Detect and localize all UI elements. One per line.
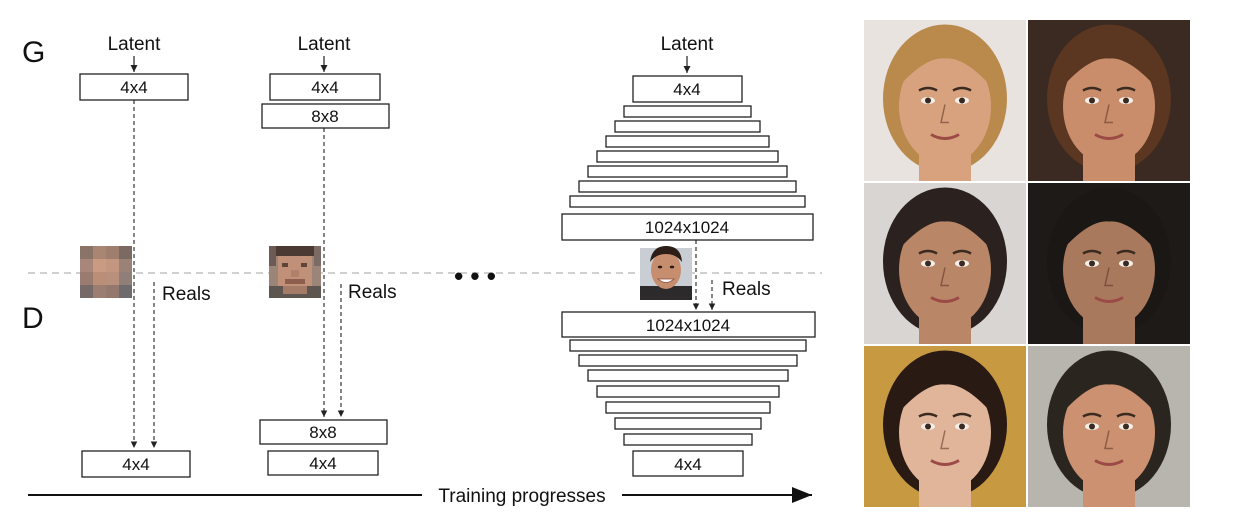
high-res-face-thumbnail	[640, 246, 692, 300]
discriminator-box-label: 1024x1024	[646, 316, 730, 335]
generator-label: G	[22, 36, 45, 69]
latent-label: Latent	[108, 34, 162, 55]
face-sample-image	[1028, 183, 1190, 344]
reals-label: Reals	[348, 282, 397, 303]
ellipsis: • • •	[454, 261, 496, 291]
generator-layer	[596, 150, 779, 163]
generator-box-label: 1024x1024	[645, 218, 729, 237]
generator-layer	[587, 165, 788, 178]
latent-label: Latent	[661, 34, 715, 55]
generator-layer	[569, 195, 806, 208]
low-res-face-8x8	[269, 246, 321, 298]
face-sample-image	[864, 20, 1026, 181]
discriminator-box-label: 8x8	[309, 423, 336, 442]
reals-label: Reals	[162, 284, 211, 305]
generator-box-label: 4x4	[673, 80, 700, 99]
generator-layer	[623, 105, 752, 118]
discriminator-box-label: 4x4	[674, 455, 701, 474]
training-progresses-label: Training progresses	[438, 486, 605, 507]
generator-layer	[614, 120, 761, 133]
generator-box-4x4	[632, 75, 743, 103]
face-sample-image	[1028, 346, 1190, 507]
discriminator-layer	[605, 401, 771, 414]
low-res-face-4x4	[80, 246, 132, 298]
generator-box-4x4	[269, 73, 381, 101]
generator-layer	[578, 180, 797, 193]
generator-box-label: 4x4	[311, 78, 338, 97]
discriminator-label: D	[22, 302, 44, 335]
discriminator-layer	[614, 417, 762, 430]
face-sample-image	[864, 183, 1026, 344]
discriminator-layer	[596, 385, 780, 398]
stage-1: Latent 4x4 Reals 4x4	[79, 34, 211, 478]
discriminator-layer	[578, 354, 798, 367]
generator-layer	[605, 135, 770, 148]
generator-box-label: 8x8	[311, 107, 338, 126]
generator-box	[79, 73, 189, 101]
discriminator-layer	[569, 339, 807, 352]
discriminator-box-4x4	[267, 450, 379, 476]
discriminator-box-8x8	[259, 419, 388, 445]
reals-label: Reals	[722, 279, 771, 300]
face-sample-image	[1028, 20, 1190, 181]
face-sample-image	[864, 346, 1026, 507]
discriminator-box-4x4	[632, 450, 744, 477]
discriminator-layer	[623, 433, 753, 446]
discriminator-box-1024x1024	[561, 311, 816, 338]
discriminator-box-label: 4x4	[309, 454, 336, 473]
generator-box-label: 4x4	[120, 78, 147, 97]
generator-box-1024x1024	[561, 213, 814, 241]
generated-face-samples-grid	[864, 20, 1190, 507]
stage-2: Latent 4x4 8x8 Reals 8x8 4x4	[259, 34, 397, 476]
stage-3: Latent 4x4 1024x1024 Reals 1024x1024	[561, 34, 816, 477]
discriminator-box-label: 4x4	[122, 455, 149, 474]
discriminator-box	[81, 450, 191, 478]
latent-label: Latent	[298, 34, 352, 55]
discriminator-layer	[587, 369, 789, 382]
generator-box-8x8	[261, 103, 390, 129]
